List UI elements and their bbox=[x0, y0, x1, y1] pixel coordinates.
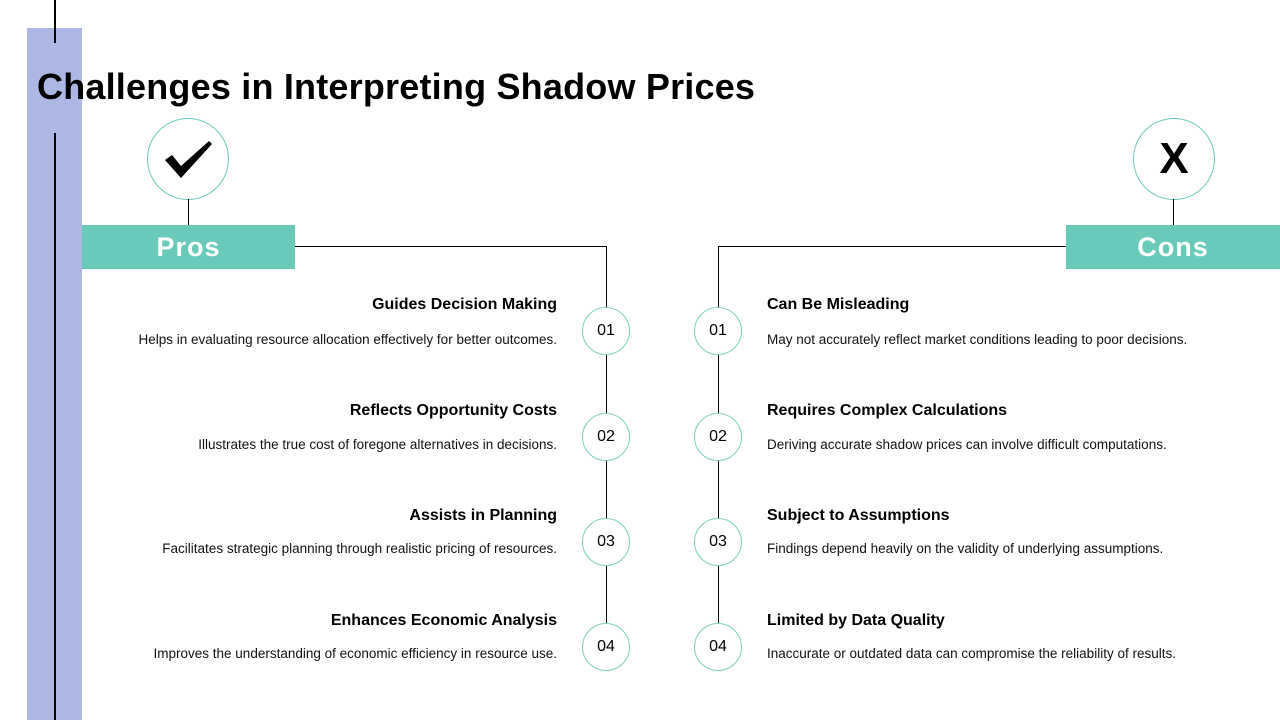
pros-number-badge: 02 bbox=[582, 413, 630, 461]
badge-number: 02 bbox=[597, 428, 615, 445]
cons-header: Cons bbox=[1066, 225, 1280, 269]
badge-number: 02 bbox=[709, 428, 727, 445]
pros-item-title: Reflects Opportunity Costs bbox=[349, 402, 557, 419]
cons-item-title: Limited by Data Quality bbox=[767, 612, 945, 629]
decorative-line-bottom bbox=[54, 133, 56, 720]
pros-header-label: Pros bbox=[156, 231, 221, 262]
pros-icon-connector bbox=[188, 199, 189, 225]
badge-number: 03 bbox=[709, 533, 727, 550]
badge-number: 01 bbox=[709, 322, 727, 339]
cons-icon-connector bbox=[1173, 199, 1174, 225]
badge-number: 04 bbox=[709, 638, 727, 655]
slide-title: Challenges in Interpreting Shadow Prices bbox=[37, 66, 756, 107]
cons-item-description: Deriving accurate shadow prices can invo… bbox=[767, 437, 1167, 452]
cons-icon-circle: X bbox=[1133, 118, 1215, 200]
cons-item-description: Inaccurate or outdated data can compromi… bbox=[767, 646, 1176, 661]
pros-item-title: Assists in Planning bbox=[409, 507, 557, 524]
pros-number-badge: 04 bbox=[582, 623, 630, 671]
cons-connector-horizontal bbox=[718, 246, 1066, 247]
cons-number-badge: 03 bbox=[694, 518, 742, 566]
pros-item-description: Illustrates the true cost of foregone al… bbox=[198, 437, 557, 452]
pros-item-description: Helps in evaluating resource allocation … bbox=[138, 332, 557, 347]
pros-number-badge: 03 bbox=[582, 518, 630, 566]
cons-item-title: Can Be Misleading bbox=[767, 296, 910, 313]
checkmark-icon bbox=[165, 141, 212, 178]
pros-number-badge: 01 bbox=[582, 307, 630, 355]
cons-header-label: Cons bbox=[1137, 231, 1209, 262]
pros-header: Pros bbox=[82, 225, 295, 269]
pros-connector-horizontal bbox=[295, 246, 606, 247]
cons-number-badge: 04 bbox=[694, 623, 742, 671]
decorative-line-top bbox=[54, 0, 56, 43]
badge-number: 01 bbox=[597, 322, 615, 339]
cons-item-description: Findings depend heavily on the validity … bbox=[767, 541, 1164, 556]
cons-item-title: Subject to Assumptions bbox=[767, 507, 950, 524]
cons-item-title: Requires Complex Calculations bbox=[767, 402, 1008, 419]
pros-icon-circle bbox=[147, 118, 229, 200]
cons-item-description: May not accurately reflect market condit… bbox=[767, 332, 1188, 347]
pros-item-title: Guides Decision Making bbox=[372, 296, 557, 313]
pros-item-title: Enhances Economic Analysis bbox=[330, 612, 557, 629]
badge-number: 04 bbox=[597, 638, 615, 655]
pros-item-description: Facilitates strategic planning through r… bbox=[162, 541, 557, 556]
pros-item-description: Improves the understanding of economic e… bbox=[153, 646, 557, 661]
badge-number: 03 bbox=[597, 533, 615, 550]
cons-number-badge: 01 bbox=[694, 307, 742, 355]
cons-number-badge: 02 bbox=[694, 413, 742, 461]
x-icon: X bbox=[1159, 134, 1189, 183]
